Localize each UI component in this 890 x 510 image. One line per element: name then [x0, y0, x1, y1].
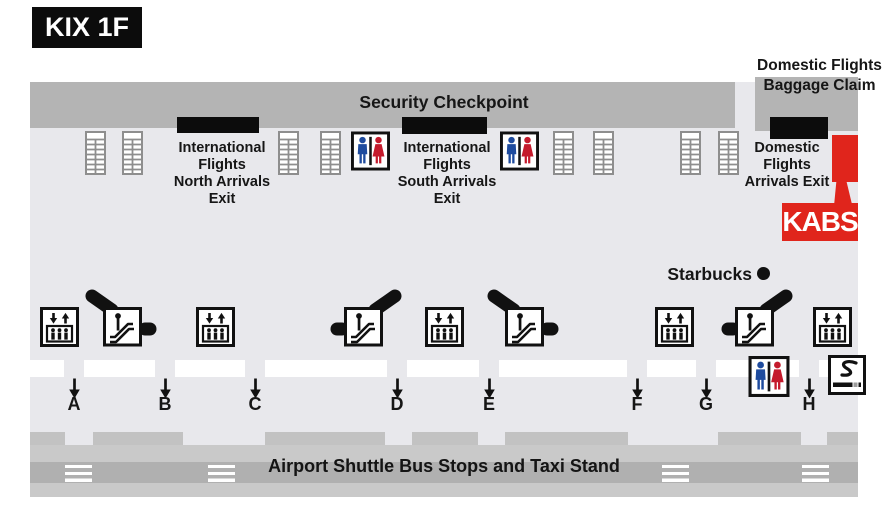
north-arrivals-exit-door [177, 117, 259, 133]
elevator-icon [196, 307, 235, 347]
curb-gap [385, 432, 412, 445]
curb-gap [478, 432, 505, 445]
starbucks-label: Starbucks [667, 264, 752, 284]
kabs-label: KABS [782, 203, 859, 241]
escalator-icon [483, 285, 567, 349]
baggage-carousel-icon [85, 131, 106, 175]
bus-stop-arrow-icon [483, 377, 496, 404]
label-line: Domestic Flights [757, 57, 882, 74]
baggage-carousel-icon [320, 131, 341, 175]
starbucks-marker-dot [757, 267, 770, 280]
restroom-icon [748, 356, 790, 397]
zebra-crossing [65, 465, 92, 482]
shuttle-road-label: Airport Shuttle Bus Stops and Taxi Stand [268, 456, 620, 476]
baggage-carousel-icon [122, 131, 143, 175]
south-arrivals-exit-door [402, 117, 487, 134]
label-line: North Arrivals [173, 174, 271, 190]
baggage-carousel-icon [278, 131, 299, 175]
curb-gap [65, 432, 93, 445]
baggage-carousel-icon [553, 131, 574, 175]
kabs-pointer-tail [834, 181, 853, 206]
sidewalk-gap [799, 360, 819, 377]
zebra-crossing [802, 465, 829, 482]
curb-gap [801, 432, 827, 445]
bus-stop-arrow-icon [631, 377, 644, 404]
bus-stop-letter: G [698, 394, 713, 414]
bus-stop-letter: B [158, 394, 172, 414]
label-line: South Arrivals [397, 174, 497, 190]
sidewalk-gap [245, 360, 265, 377]
curb-gap [183, 432, 265, 445]
sidewalk-gap [155, 360, 175, 377]
bus-stop-arrow-icon [700, 377, 713, 404]
domestic-arrivals-exit-door [770, 117, 828, 139]
label-line: Exit [433, 191, 461, 207]
restroom-icon [351, 131, 390, 171]
escalator-icon [81, 285, 165, 349]
escalator-icon [713, 285, 797, 349]
baggage-carousel-icon [680, 131, 701, 175]
bus-stop-letter: E [482, 394, 495, 414]
road-curb-strip [30, 432, 858, 445]
bus-stop-letter: A [67, 394, 81, 414]
page-title: KIX 1F [32, 7, 142, 48]
bus-stop-letter: D [390, 394, 404, 414]
security-checkpoint-zone [30, 82, 735, 128]
shuttle-bus-road: Airport Shuttle Bus Stops and Taxi Stand [30, 432, 858, 497]
baggage-carousel-icon [593, 131, 614, 175]
bus-stop-letter: H [802, 394, 816, 414]
smoking-area-icon [828, 355, 866, 395]
roadway-band [30, 462, 858, 483]
baggage-carousel-icon [718, 131, 739, 175]
label-line: Baggage Claim [763, 76, 876, 94]
curbside-sidewalk [30, 360, 858, 377]
security-checkpoint-label: Security Checkpoint [359, 92, 529, 112]
sidewalk-gap [479, 360, 499, 377]
bus-stop-arrow-icon [249, 377, 262, 404]
zebra-crossing [208, 465, 235, 482]
label-line: Flights [423, 157, 471, 173]
elevator-icon [655, 307, 694, 347]
curb-gap [628, 432, 718, 445]
escalator-icon [322, 285, 406, 349]
label-line: International [178, 140, 266, 156]
sidewalk-gap [387, 360, 407, 377]
label-line: International [403, 140, 491, 156]
sidewalk-gap [627, 360, 647, 377]
bus-stop-arrow-icon [68, 377, 81, 404]
label-line: Flights [763, 157, 811, 173]
bus-stop-letter: C [248, 394, 262, 414]
restroom-icon [500, 131, 539, 171]
label-line: Arrivals Exit [744, 174, 830, 190]
zebra-crossing [662, 465, 689, 482]
sidewalk-gap [64, 360, 84, 377]
elevator-icon [40, 307, 79, 347]
bus-stop-arrow-icon [159, 377, 172, 404]
label-line: Domestic [754, 140, 820, 156]
kabs-counter-marker [832, 135, 858, 182]
elevator-icon [425, 307, 464, 347]
elevator-icon [813, 307, 852, 347]
label-line: Exit [208, 191, 236, 207]
bus-stop-arrow-icon [803, 377, 816, 404]
label-line: Flights [198, 157, 246, 173]
sidewalk-gap [696, 360, 716, 377]
bus-stop-letter: F [631, 394, 643, 414]
bus-stop-arrow-icon [391, 377, 404, 404]
